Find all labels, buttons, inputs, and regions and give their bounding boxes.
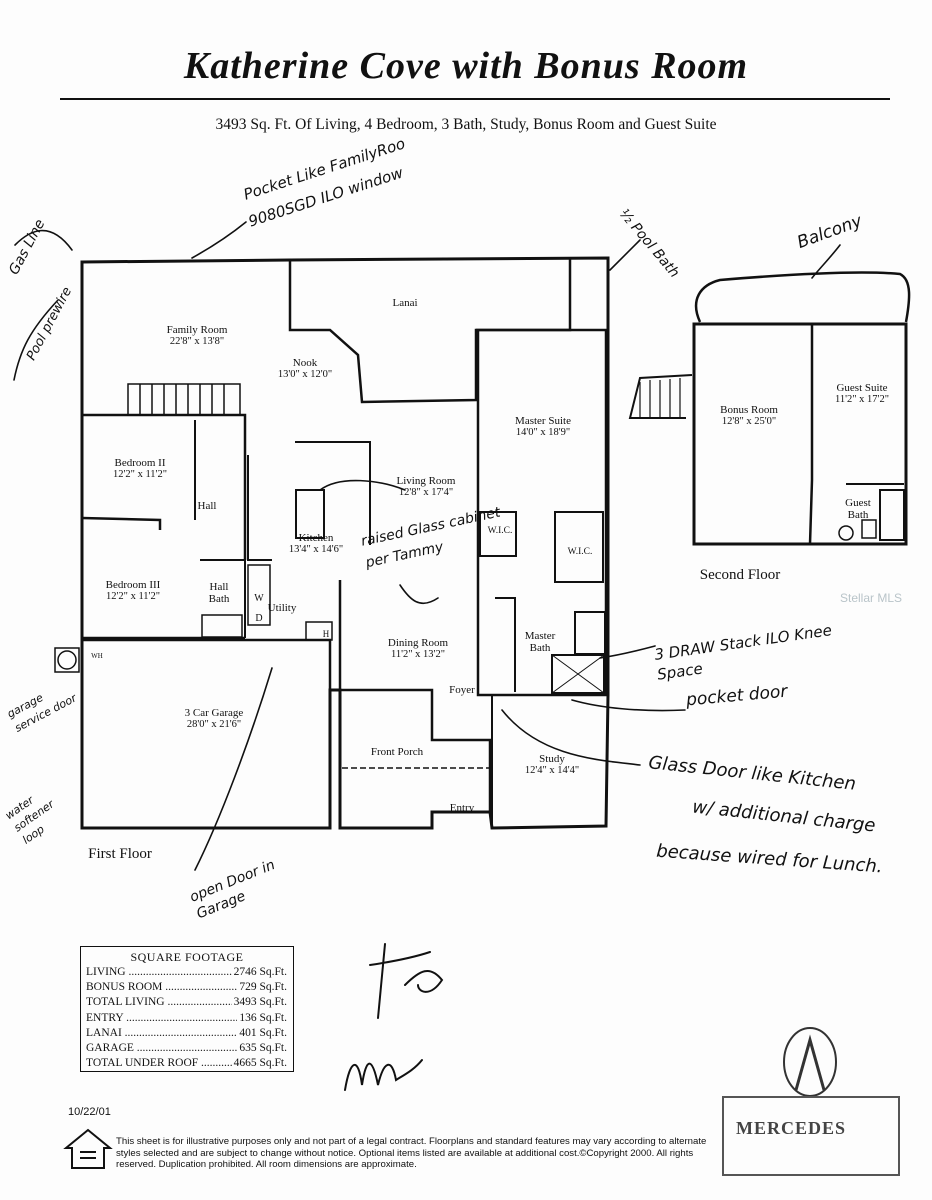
sqft-row: TOTAL UNDER ROOF4665 Sq.Ft. [81,1056,293,1071]
equal-housing-icon [63,1128,113,1169]
fixture-dryer: D [255,613,263,624]
room-hall-bath: Hall Bath [208,581,230,605]
mls-watermark: Stellar MLS [840,591,903,605]
first-floor-label: First Floor [88,846,152,862]
room-wic-left: W.I.C. [487,526,513,536]
plan-title: Katherine Cove with Bonus Room [183,45,749,87]
sqft-row: GARAGE635 Sq.Ft. [81,1041,293,1056]
room-utility: Utility [267,602,297,614]
fixture-heater: H [322,629,330,639]
balcony-outline [694,271,911,323]
room-guest-bath: Guest Bath [845,497,871,521]
fixture-washer: W [254,593,264,604]
room-lanai: Lanai [392,297,418,309]
fixture-water-heater: WH [91,652,103,660]
square-footage-heading: SQUARE FOOTAGE [130,950,244,964]
title-divider [60,98,890,100]
room-master-bath: Master Bath [524,630,556,654]
builder-logo-text: MERCEDES [736,1118,847,1138]
room-hall: Hall [197,500,217,512]
room-wic-right: W.I.C. [567,547,593,557]
plan-date: 10/22/01 [68,1106,111,1118]
room-front-porch: Front Porch [370,746,424,758]
first-floor-outline [80,256,610,830]
builder-logo [722,1096,900,1176]
second-floor-outline [692,322,908,546]
second-floor-label: Second Floor [699,567,781,583]
legal-disclaimer: This sheet is for illustrative purposes … [116,1136,707,1170]
sqft-row: LANAI401 Sq.Ft. [81,1026,293,1041]
builder-logo-emblem [783,1027,837,1097]
sqft-row: ENTRY136 Sq.Ft. [81,1011,293,1026]
square-footage-table: SQUARE FOOTAGE LIVING2746 Sq.Ft. BONUS R… [80,946,294,1072]
room-foyer: Foyer [449,684,475,696]
sqft-row: BONUS ROOM729 Sq.Ft. [81,980,293,995]
sqft-row: LIVING2746 Sq.Ft. [81,965,293,980]
plan-subtitle: 3493 Sq. Ft. Of Living, 4 Bedroom, 3 Bat… [215,116,717,133]
room-entry: Entry [449,802,475,814]
sqft-row: TOTAL LIVING3493 Sq.Ft. [81,995,293,1010]
initials-scribble [344,943,444,1091]
